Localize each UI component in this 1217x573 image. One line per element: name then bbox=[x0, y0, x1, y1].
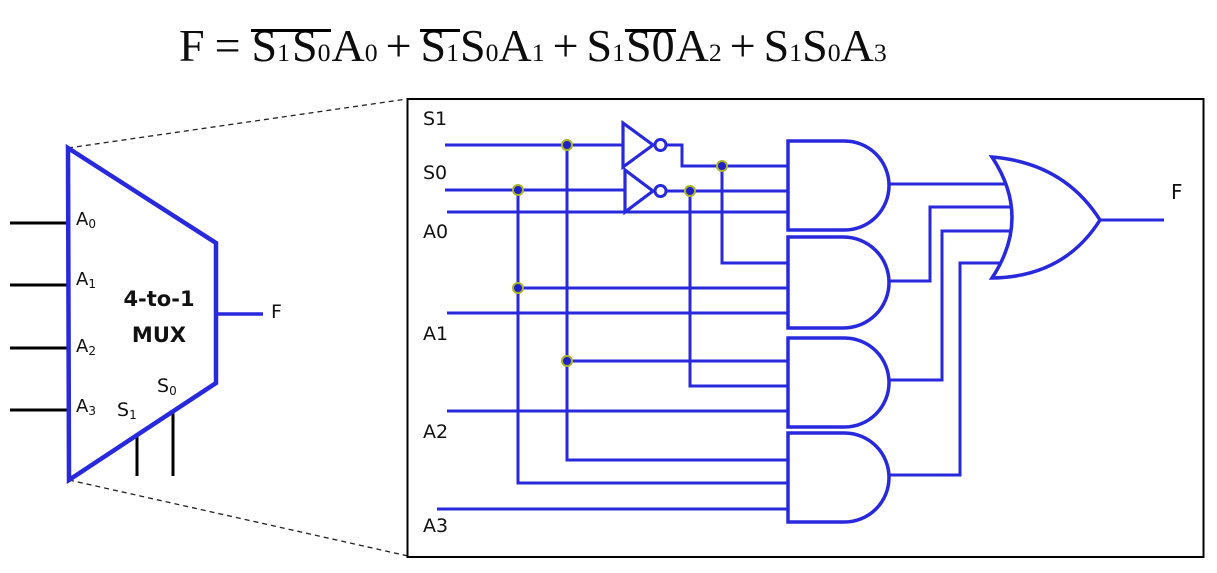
formula-t1-a0: A0 bbox=[331, 20, 378, 71]
formula-t1-s1bar: S1 bbox=[250, 20, 292, 71]
circuit-label-a1: A1 bbox=[423, 323, 449, 345]
mux-title: 4-to-1 MUX bbox=[105, 281, 213, 353]
junction-dot bbox=[512, 282, 524, 294]
zoom-dashed-line-top bbox=[67, 98, 408, 149]
and4-gate bbox=[786, 431, 891, 524]
formula-t2-s0: S0 bbox=[460, 20, 499, 71]
wire-not1-output-to-and1 bbox=[667, 143, 792, 168]
boolean-formula: F=S1S0A0+S1S0A1+S1S0A2+S1S0A3 bbox=[179, 16, 887, 76]
formula-plus-1: + bbox=[385, 20, 412, 71]
formula-t4-s0: S0 bbox=[802, 20, 841, 71]
junction-dot bbox=[561, 355, 573, 367]
wire-and2-output bbox=[889, 205, 1012, 283]
not2-bubble bbox=[653, 184, 668, 198]
mux-label-s0: S0 bbox=[157, 375, 177, 398]
wire-group bbox=[437, 143, 1164, 511]
and3-gate bbox=[786, 336, 891, 429]
mux-label-f: F bbox=[271, 301, 282, 323]
mux-label-s1: S1 bbox=[117, 399, 137, 422]
or-gate bbox=[988, 154, 1103, 280]
wire-not1-branch-to-and2 bbox=[720, 166, 792, 265]
formula-t3-a2: A2 bbox=[675, 20, 722, 71]
wire-s0-trunk-to-and4 bbox=[516, 190, 792, 485]
formula-lhs: F bbox=[179, 20, 205, 71]
formula-t4-s1: S1 bbox=[763, 20, 803, 71]
wire-and4-output bbox=[889, 261, 1002, 477]
wire-s1-trunk-to-and4 bbox=[565, 145, 792, 462]
mux-label-a0: A0 bbox=[76, 209, 96, 231]
mux-label-a1: A1 bbox=[76, 269, 96, 291]
mux-title-line2: MUX bbox=[131, 323, 187, 347]
circuit-label-s0: S0 bbox=[423, 162, 448, 184]
junction-dot bbox=[561, 139, 573, 151]
circuit-label-f: F bbox=[1171, 180, 1183, 204]
formula-t3-s0bar: S0 bbox=[625, 20, 676, 71]
junction-dot bbox=[684, 185, 696, 197]
circuit-label-a0: A0 bbox=[423, 221, 449, 243]
circuit-label-a2: A2 bbox=[423, 421, 449, 443]
circuit-label-a3: A3 bbox=[423, 515, 449, 537]
and-gate-group bbox=[786, 139, 891, 524]
circuit-label-s1: S1 bbox=[423, 108, 448, 130]
mux-label-a2: A2 bbox=[76, 336, 96, 358]
formula-t2-a1: A1 bbox=[498, 20, 545, 71]
formula-plus-2: + bbox=[552, 20, 579, 71]
wire-not2-branch-to-and3 bbox=[688, 191, 792, 388]
formula-equals: = bbox=[214, 20, 241, 71]
and2-gate bbox=[786, 235, 891, 330]
not2-triangle bbox=[623, 166, 656, 216]
circuit-detail-box bbox=[406, 98, 1205, 558]
not1-triangle bbox=[621, 119, 656, 171]
wire-and3-output bbox=[889, 229, 1013, 382]
mux-trapezoid bbox=[65, 143, 219, 485]
not1-gate bbox=[621, 119, 668, 171]
formula-t2-s1bar: S1 bbox=[419, 20, 461, 71]
junction-dots bbox=[512, 139, 728, 367]
junction-dot bbox=[716, 160, 728, 172]
formula-t4-a3: A3 bbox=[840, 20, 887, 71]
and1-gate bbox=[786, 139, 891, 232]
zoom-dashed-line-bottom bbox=[68, 479, 409, 557]
mux-input-stubs bbox=[10, 221, 175, 476]
mux-title-line1: 4-to-1 bbox=[123, 287, 195, 311]
formula-t1-s0bar: S0 bbox=[291, 20, 332, 71]
formula-plus-3: + bbox=[729, 20, 756, 71]
not1-bubble bbox=[653, 138, 668, 152]
junction-dot bbox=[512, 184, 524, 196]
mux-label-a3: A3 bbox=[76, 396, 96, 418]
formula-t3-s1: S1 bbox=[586, 20, 626, 71]
not2-gate bbox=[623, 166, 668, 216]
